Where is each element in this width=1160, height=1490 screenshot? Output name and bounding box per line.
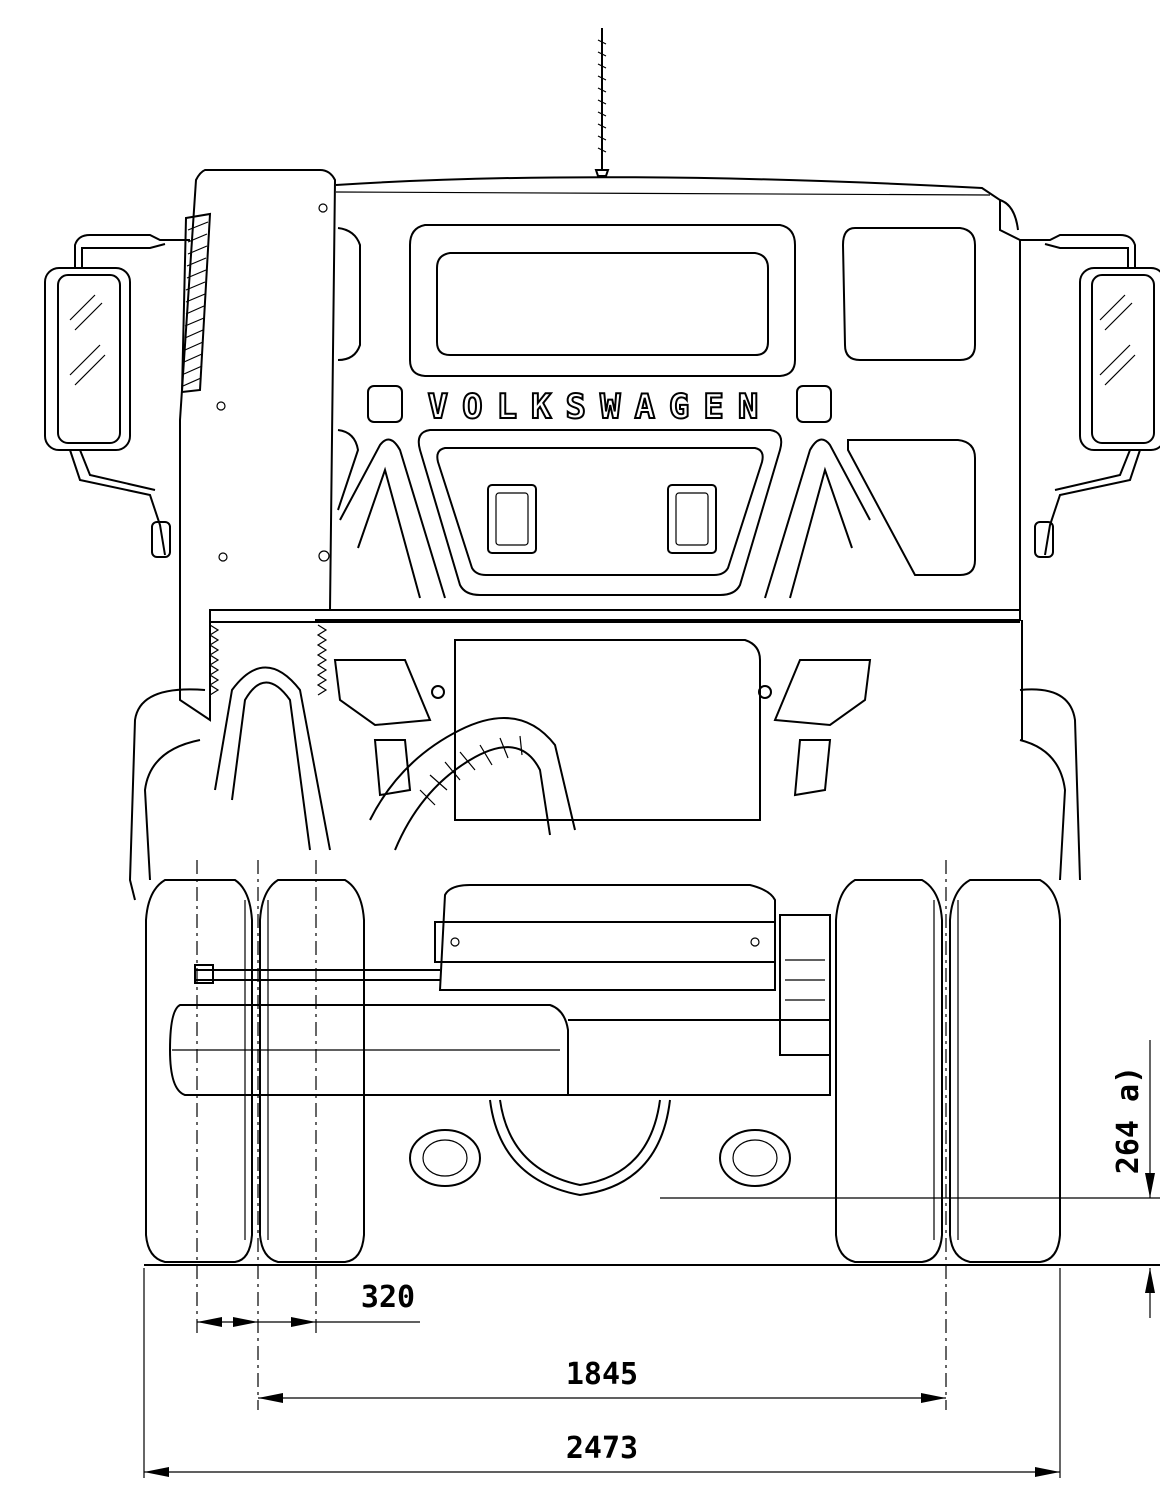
right-mirror xyxy=(1020,234,1160,558)
left-outer-wheel xyxy=(145,879,253,1263)
dimension-264-label: 264 a) xyxy=(1111,1066,1146,1174)
wheel-center-lines xyxy=(196,860,947,1410)
left-inner-wheel xyxy=(259,879,365,1263)
chassis xyxy=(168,624,872,1197)
dimension-track-width xyxy=(258,1393,946,1403)
right-outer-wheel xyxy=(949,879,1061,1263)
dimension-2473-label: 2473 xyxy=(566,1431,638,1466)
rear-panels xyxy=(337,224,976,599)
dimension-ground-clearance xyxy=(660,1040,1160,1318)
dimension-track-offset xyxy=(197,1317,420,1327)
antenna xyxy=(594,28,610,177)
fenders xyxy=(128,620,1081,901)
right-inner-wheel xyxy=(835,879,943,1263)
left-mirror xyxy=(44,234,190,558)
dimension-overall-width xyxy=(143,1268,1061,1478)
dimension-320-label: 320 xyxy=(361,1280,415,1315)
brand-logo-text: VOLKSWAGEN xyxy=(428,387,773,427)
dimension-1845-label: 1845 xyxy=(566,1357,638,1392)
